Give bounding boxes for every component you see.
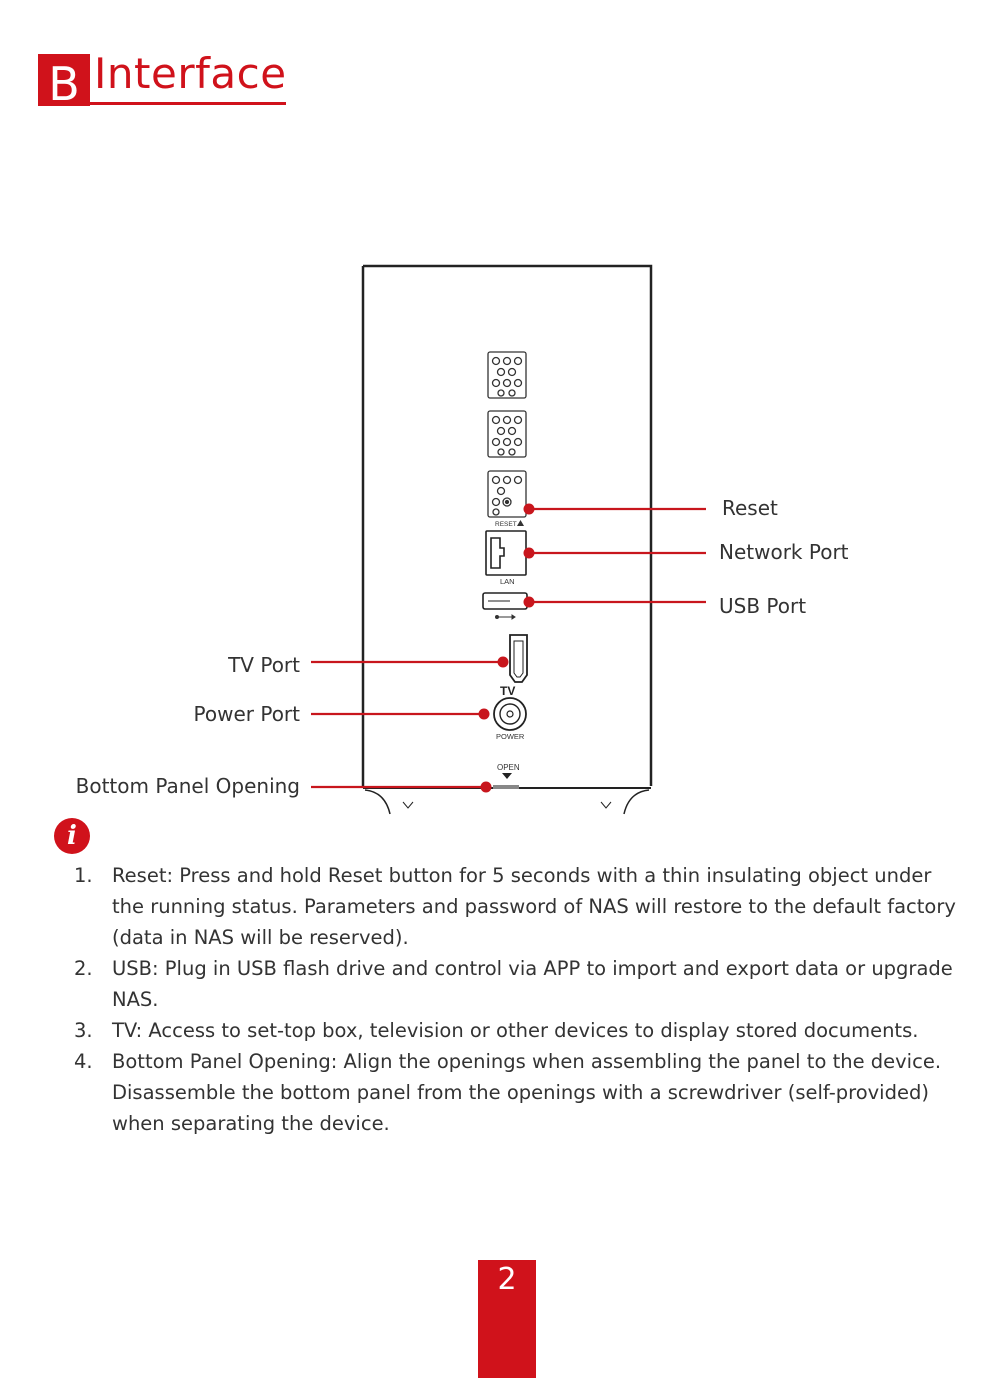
callout-lines	[311, 507, 706, 789]
section-letter-badge: B	[38, 54, 90, 111]
open-arrow-icon	[502, 773, 512, 779]
reset-triangle-icon	[517, 520, 524, 526]
callout-network-port: Network Port	[719, 540, 849, 564]
callout-tv-port: TV Port	[228, 653, 300, 677]
note-item: 3. TV: Access to set-top box, television …	[74, 1015, 964, 1046]
power-port-label: POWER	[496, 732, 525, 741]
hdmi-port-drawing	[509, 634, 528, 683]
note-text: Reset: Press and hold Reset button for 5…	[112, 864, 956, 949]
note-item: 2. USB: Plug in USB flash drive and contr…	[74, 953, 964, 1015]
reset-hole-label: RESET	[495, 521, 517, 528]
device-rear-diagram: RESET LAN TV POWER OPEN	[311, 264, 706, 815]
open-marker-label: OPEN	[497, 763, 520, 772]
title-underline	[90, 102, 286, 105]
note-text: TV: Access to set-top box, television or…	[112, 1019, 919, 1042]
note-item: 4. Bottom Panel Opening: Align the openin…	[74, 1046, 964, 1139]
open-slot	[493, 785, 519, 789]
callout-bottom-panel-opening: Bottom Panel Opening	[75, 774, 300, 798]
note-text: USB: Plug in USB flash drive and control…	[112, 957, 953, 1011]
info-icon: i	[54, 818, 90, 854]
vent-grille-reset	[487, 470, 527, 518]
usb-symbol-icon	[495, 614, 516, 620]
lan-port-drawing	[485, 530, 527, 576]
note-number: 2.	[74, 957, 93, 980]
vent-grille-middle	[487, 410, 527, 458]
note-item: 1. Reset: Press and hold Reset button for…	[74, 860, 964, 953]
note-number: 4.	[74, 1050, 93, 1073]
callout-reset: Reset	[722, 496, 778, 520]
note-number: 1.	[74, 864, 93, 887]
power-port-drawing	[493, 697, 527, 731]
callout-usb-port: USB Port	[719, 594, 807, 618]
note-text: Bottom Panel Opening: Align the openings…	[112, 1050, 942, 1135]
vent-grille-top	[487, 351, 527, 399]
lan-port-label: LAN	[500, 577, 515, 586]
page-number: 2	[478, 1260, 536, 1378]
section-title: Interface	[94, 49, 287, 98]
note-number: 3.	[74, 1019, 93, 1042]
callout-power-port: Power Port	[193, 702, 300, 726]
callout-dots	[478, 503, 535, 793]
section-header: B Interface	[38, 48, 287, 111]
notes-list: 1. Reset: Press and hold Reset button for…	[74, 860, 964, 1139]
usb-port-drawing	[482, 592, 528, 610]
tv-port-label: TV	[500, 684, 515, 698]
